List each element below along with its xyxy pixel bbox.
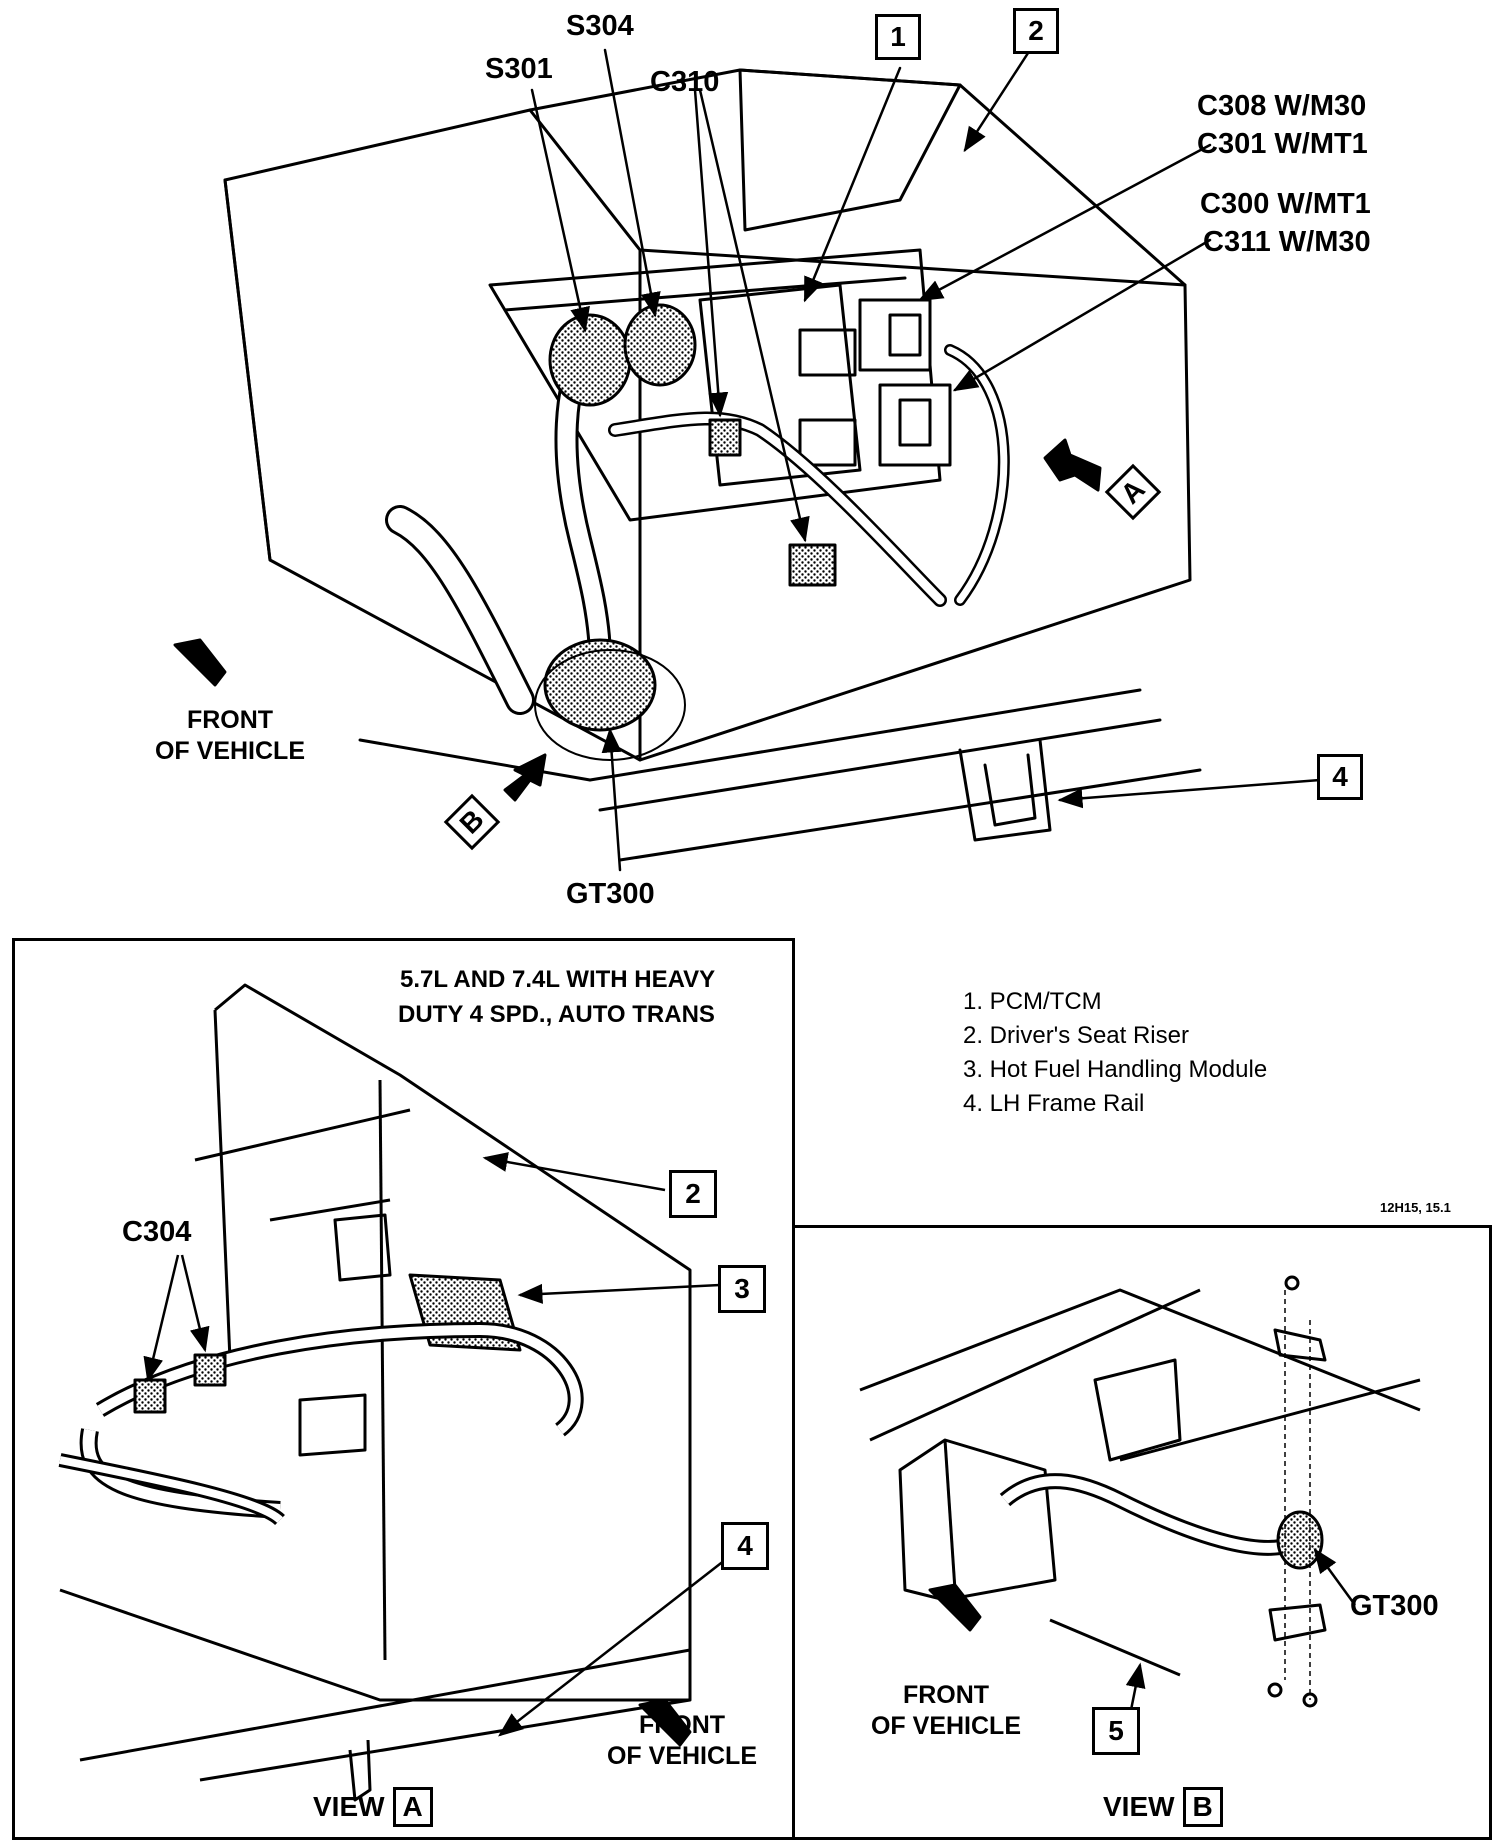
label-s301: S301	[485, 53, 553, 85]
label-c304: C304	[122, 1216, 192, 1248]
view-a-title-line2: DUTY 4 SPD., AUTO TRANS	[398, 1001, 715, 1028]
view-a-title-line1: 5.7L AND 7.4L WITH HEAVY	[400, 966, 716, 993]
view-b-illustration	[859, 1275, 1421, 1716]
view-a-arrow	[1043, 438, 1102, 492]
view-word: VIEW	[313, 1791, 385, 1822]
front-of-vehicle-view-a: FRONT OF VEHICLE	[582, 1710, 782, 1773]
view-b-panel	[792, 1225, 1492, 1840]
callout-5-view-b: 5	[1092, 1707, 1140, 1755]
lh-frame-rail	[358, 688, 1202, 862]
callout-1-top: 1	[875, 14, 921, 60]
figure-code: 12H15, 15.1	[1380, 1200, 1451, 1215]
label-c311: C311 W/M30	[1203, 226, 1371, 258]
label-gt300-top: GT300	[566, 878, 655, 910]
front-line1: FRONT	[638, 1711, 726, 1739]
seat-riser	[223, 68, 1192, 762]
wiring-harness-main	[385, 318, 1010, 715]
callout-4-top: 4	[1317, 754, 1363, 800]
view-b-arrow	[503, 753, 547, 802]
front-arrow-top	[173, 638, 227, 687]
connector-c310-b	[788, 543, 837, 587]
front-line2: OF VEHICLE	[606, 1742, 757, 1771]
front-line2: OF VEHICLE	[870, 1712, 1021, 1741]
label-c308: C308 W/M30	[1197, 90, 1367, 122]
view-a-panel	[12, 938, 795, 1840]
view-a-illustration	[58, 983, 726, 1802]
leader-lines-top	[530, 48, 1322, 872]
callout-4-view-a: 4	[721, 1522, 769, 1570]
callout-2-view-a: 2	[669, 1170, 717, 1218]
legend-item: 2. Driver's Seat Riser	[963, 1022, 1189, 1049]
front-line2: OF VEHICLE	[154, 737, 305, 766]
front-line1: FRONT	[902, 1681, 990, 1709]
legend-item: 3. Hot Fuel Handling Module	[963, 1056, 1268, 1083]
view-word: VIEW	[1103, 1791, 1175, 1822]
legend: 1. PCM/TCM 2. Driver's Seat Riser 3. Hot…	[963, 985, 1267, 1121]
view-a-caption: VIEW A	[313, 1787, 433, 1827]
front-line1: FRONT	[186, 706, 274, 734]
splice-s301	[548, 313, 632, 407]
callout-2-top: 2	[1013, 8, 1059, 54]
view-letter-box: B	[1182, 1787, 1223, 1827]
label-c310: C310	[650, 66, 720, 98]
ground-grommet-gt300	[543, 638, 657, 732]
label-c301: C301 W/MT1	[1197, 128, 1368, 160]
label-s304: S304	[566, 10, 634, 42]
splice-s304	[623, 303, 697, 387]
view-letter-box: A	[392, 1787, 433, 1827]
label-gt300-view-b: GT300	[1350, 1590, 1439, 1622]
view-b-caption: VIEW B	[1103, 1787, 1223, 1827]
front-of-vehicle-view-b: FRONT OF VEHICLE	[846, 1680, 1046, 1743]
connector-c310-a	[708, 418, 742, 457]
front-of-vehicle-top: FRONT OF VEHICLE	[130, 705, 330, 768]
legend-item: 1. PCM/TCM	[963, 988, 1102, 1015]
legend-item: 4. LH Frame Rail	[963, 1090, 1145, 1117]
callout-3-view-a: 3	[718, 1265, 766, 1313]
label-c300: C300 W/MT1	[1200, 188, 1371, 220]
